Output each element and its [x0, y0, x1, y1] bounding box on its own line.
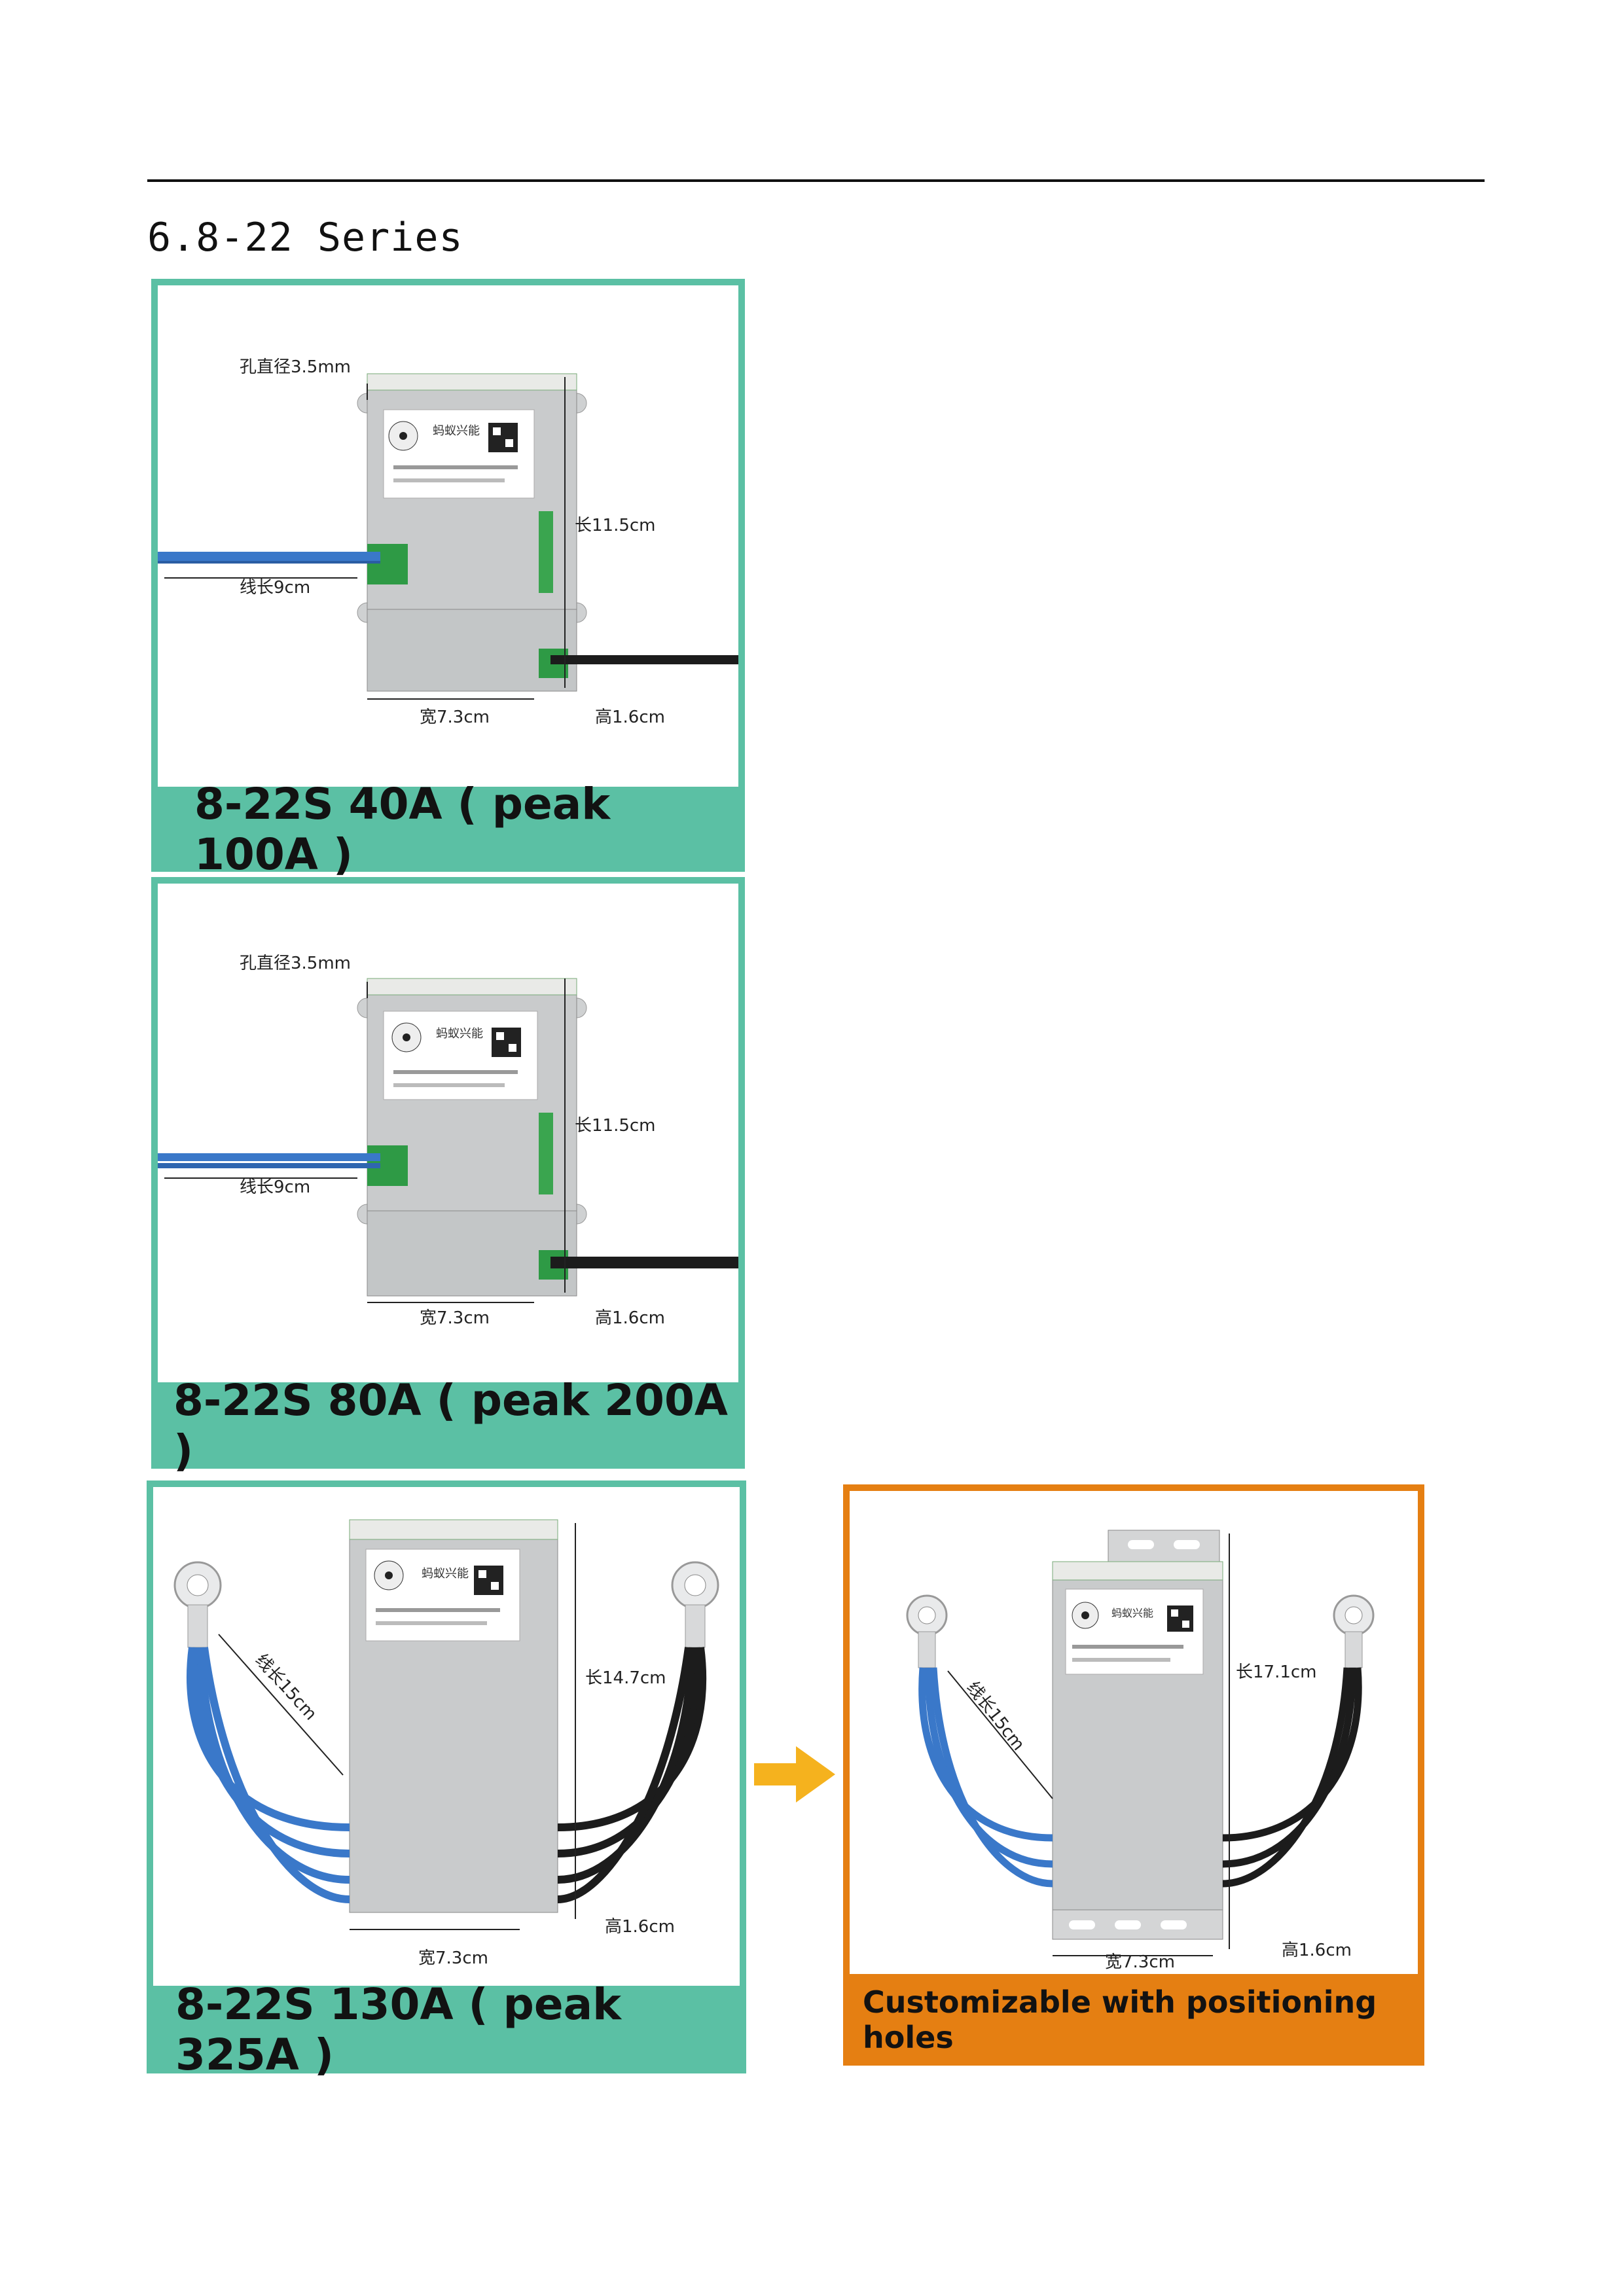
dim-hole: 孔直径3.5mm	[240, 357, 351, 377]
dim-width: 宽7.3cm	[418, 1948, 488, 1968]
dim-wire: 线长15cm	[251, 1651, 321, 1725]
dim-wire: 线长15cm	[962, 1678, 1028, 1755]
label-brand: 蚂蚁兴能	[433, 424, 480, 438]
product-caption: 8-22S 80A ( peak 200A )	[173, 1375, 728, 1476]
dim-width: 宽7.3cm	[420, 708, 490, 727]
section-number: 6.	[147, 215, 196, 260]
dim-width: 宽7.3cm	[1105, 1952, 1175, 1972]
bms-board-custom-illustration: 蚂蚁兴能 线长	[906, 1530, 1375, 1972]
right-arrow-icon	[754, 1746, 835, 1803]
product-caption: Customizable with positioning holes	[863, 1984, 1377, 2055]
product-card-130a: 蚂蚁兴能 线长15cm	[147, 1480, 746, 2080]
product-photo: 蚂蚁兴能 线长15cm	[153, 1487, 740, 1986]
label-brand: 蚂蚁兴能	[1111, 1607, 1153, 1619]
dim-width: 宽7.3cm	[420, 1308, 490, 1328]
product-caption: 8-22S 130A ( peak 325A )	[175, 1979, 622, 2080]
product-photo: 蚂蚁兴能 孔直径3.5mm 长11.5cm 线长9cm 宽7.3cm 高1.6c…	[158, 285, 738, 787]
product-card-custom: 蚂蚁兴能 线长	[843, 1484, 1424, 2066]
bms-board-130a-illustration: 蚂蚁兴能 线长15cm	[173, 1519, 719, 1968]
label-brand: 蚂蚁兴能	[436, 1027, 483, 1041]
dim-length: 长14.7cm	[585, 1668, 666, 1688]
section-heading: 6.8-22 Series	[147, 215, 463, 260]
dim-wire: 线长9cm	[240, 1177, 310, 1197]
product-card-40a: 蚂蚁兴能 孔直径3.5mm 长11.5cm 线长9cm 宽7.3cm 高1.6c…	[151, 279, 745, 880]
dim-wire: 线长9cm	[240, 578, 310, 598]
dim-height: 高1.6cm	[605, 1917, 675, 1937]
section-title: 8-22 Series	[196, 215, 463, 260]
label-brand: 蚂蚁兴能	[422, 1567, 469, 1581]
dim-height: 高1.6cm	[1282, 1941, 1352, 1960]
product-caption: 8-22S 40A ( peak 100A )	[194, 779, 611, 880]
dim-height: 高1.6cm	[595, 708, 665, 727]
product-photo: 蚂蚁兴能 孔直径3.5mm 长11.5cm 线长9cm 宽7.3cm 高1.6c…	[158, 884, 738, 1382]
dim-height: 高1.6cm	[595, 1308, 665, 1328]
dim-length: 长11.5cm	[575, 1116, 656, 1136]
bms-board-40a-illustration: 蚂蚁兴能 孔直径3.5mm 长11.5cm 线长9cm 宽7.3cm 高1.6c…	[158, 357, 738, 727]
dim-length: 长11.5cm	[575, 516, 656, 535]
dim-hole: 孔直径3.5mm	[240, 954, 351, 973]
dim-length: 长17.1cm	[1236, 1662, 1317, 1682]
bms-board-80a-illustration: 蚂蚁兴能 孔直径3.5mm 长11.5cm 线长9cm 宽7.3cm 高1.6c…	[158, 954, 738, 1328]
product-photo: 蚂蚁兴能 线长	[850, 1491, 1418, 1974]
product-card-80a: 蚂蚁兴能 孔直径3.5mm 长11.5cm 线长9cm 宽7.3cm 高1.6c…	[151, 877, 745, 1476]
header-rule	[147, 179, 1485, 182]
